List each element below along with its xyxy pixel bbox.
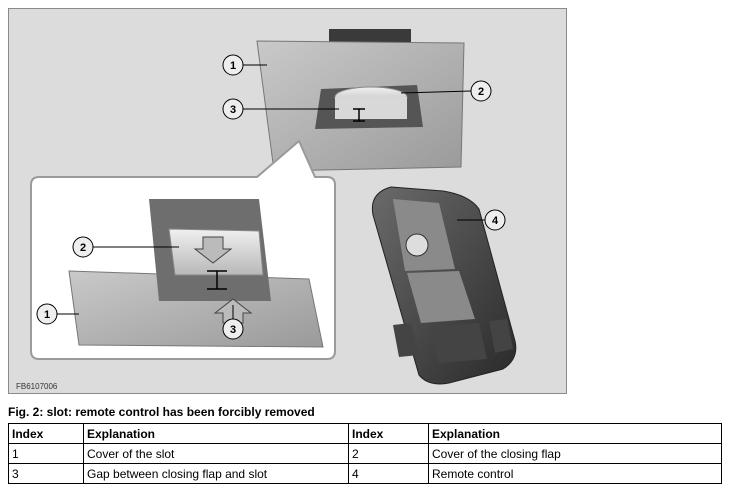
table-cell: Cover of the closing flap bbox=[429, 444, 722, 464]
table-cell: 2 bbox=[349, 444, 429, 464]
callout-2-top: 2 bbox=[471, 81, 491, 101]
table-cell: Cover of the slot bbox=[84, 444, 349, 464]
figure-caption: Fig. 2: slot: remote control has been fo… bbox=[8, 405, 315, 419]
illustration-drawing: 1 2 3 4 2 1 3 bbox=[9, 9, 568, 395]
svg-text:1: 1 bbox=[44, 309, 50, 321]
remote-key-center bbox=[429, 323, 487, 363]
legend-table: Index Explanation Index Explanation 1 Co… bbox=[8, 423, 722, 484]
closing-flap-body bbox=[335, 97, 407, 119]
svg-text:2: 2 bbox=[478, 86, 484, 98]
callout-3-top: 3 bbox=[223, 99, 243, 119]
column-header-index: Index bbox=[9, 424, 84, 444]
callout-4: 4 bbox=[485, 210, 505, 230]
callout-2-inset: 2 bbox=[73, 237, 93, 257]
callout-1-inset: 1 bbox=[37, 304, 57, 324]
svg-text:3: 3 bbox=[230, 104, 236, 116]
callout-3-inset: 3 bbox=[223, 319, 243, 339]
table-cell: Remote control bbox=[429, 464, 722, 484]
svg-text:3: 3 bbox=[230, 324, 236, 336]
svg-text:2: 2 bbox=[80, 242, 86, 254]
bmw-logo-icon bbox=[406, 234, 428, 256]
table-cell: 1 bbox=[9, 444, 84, 464]
table-cell: 4 bbox=[349, 464, 429, 484]
illustration: 1 2 3 4 2 1 3 FB6107006 bbox=[8, 8, 567, 394]
figure-code: FB6107006 bbox=[16, 382, 57, 391]
table-cell: 3 bbox=[9, 464, 84, 484]
column-header-index-2: Index bbox=[349, 424, 429, 444]
svg-text:1: 1 bbox=[230, 60, 236, 72]
table-row: 1 Cover of the slot 2 Cover of the closi… bbox=[9, 444, 722, 464]
callout-1-top: 1 bbox=[223, 55, 243, 75]
column-header-explanation: Explanation bbox=[84, 424, 349, 444]
table-header-row: Index Explanation Index Explanation bbox=[9, 424, 722, 444]
column-header-explanation-2: Explanation bbox=[429, 424, 722, 444]
table-row: 3 Gap between closing flap and slot 4 Re… bbox=[9, 464, 722, 484]
table-cell: Gap between closing flap and slot bbox=[84, 464, 349, 484]
svg-text:4: 4 bbox=[492, 215, 499, 227]
